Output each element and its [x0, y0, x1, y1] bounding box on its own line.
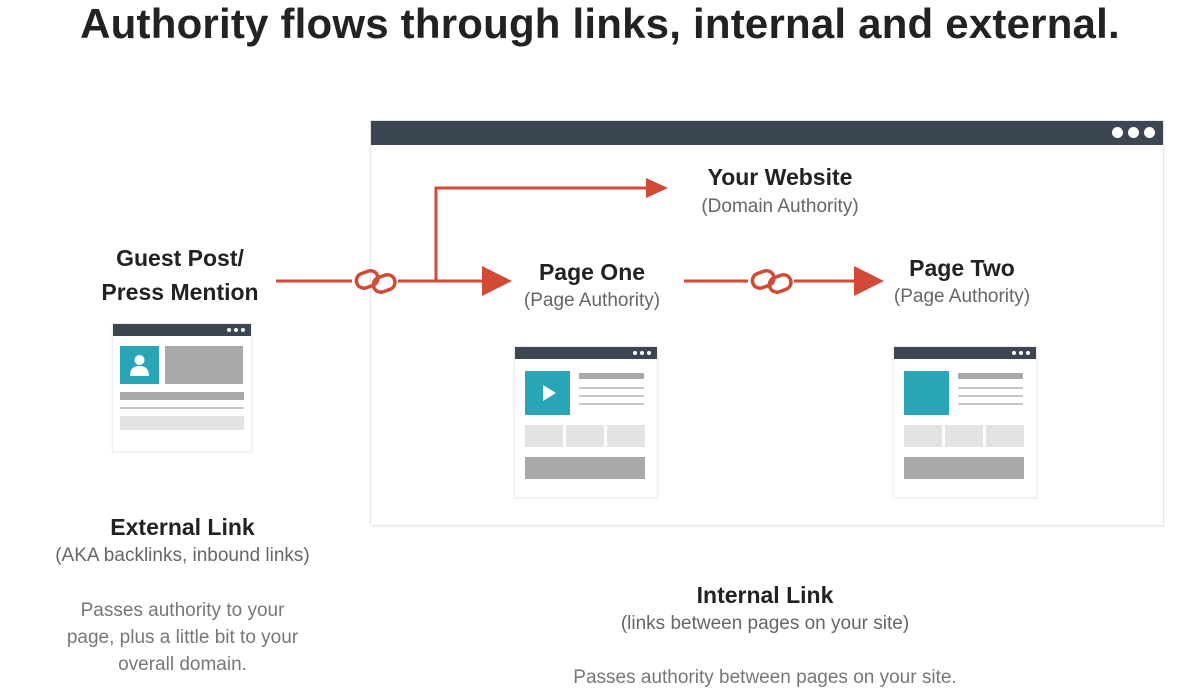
- domain-arrow-line: [434, 186, 650, 281]
- internal-link-subtitle: (links between pages on your site): [620, 613, 910, 634]
- chain-link-icon: [354, 269, 397, 294]
- internal-link-description: Passes authority between pages on your s…: [573, 667, 957, 688]
- external-link-subtitle: (AKA backlinks, inbound links): [55, 545, 310, 566]
- website-title: Your Website: [707, 164, 853, 190]
- window-dots-icon: [1112, 127, 1155, 138]
- browser-title-bar: [371, 121, 1163, 145]
- page-two-subtitle: (Page Authority): [893, 286, 1031, 307]
- external-link-body-line: page, plus a little bit to your: [66, 627, 299, 648]
- external-link-body-line: overall domain.: [118, 654, 247, 675]
- user-icon: [120, 346, 159, 384]
- website-subtitle: (Domain Authority): [701, 196, 859, 217]
- domain-arrowhead: [646, 178, 668, 198]
- external-link-description: Passes authority to your page, plus a li…: [20, 597, 345, 678]
- internal-link-title: Internal Link: [696, 582, 834, 608]
- page-one-subtitle: (Page Authority): [523, 290, 661, 311]
- diagram-title: Authority flows through links, internal …: [80, 0, 1120, 47]
- page-two-arrowhead: [854, 266, 884, 296]
- guest-post-line2: Press Mention: [101, 279, 259, 305]
- image-block: [904, 371, 949, 415]
- page-one-mockup: [514, 346, 658, 498]
- chain-link-icon: [750, 269, 793, 294]
- page-two-title: Page Two: [909, 255, 1015, 281]
- page-one-arrowhead: [482, 266, 512, 296]
- external-link-body-line: Passes authority to your: [80, 600, 285, 621]
- guest-post-page-mockup: [112, 323, 252, 452]
- guest-post-line1: Guest Post/: [116, 245, 244, 271]
- window-dots-icon: [1012, 351, 1030, 355]
- flow-lines: [276, 186, 860, 283]
- flow-arrows: [276, 178, 884, 296]
- page-two-mockup: [893, 346, 1037, 498]
- window-dots-icon: [227, 328, 245, 332]
- external-link-title: External Link: [110, 514, 255, 540]
- window-dots-icon: [633, 351, 651, 355]
- play-icon: [525, 371, 570, 415]
- page-one-title: Page One: [538, 259, 646, 285]
